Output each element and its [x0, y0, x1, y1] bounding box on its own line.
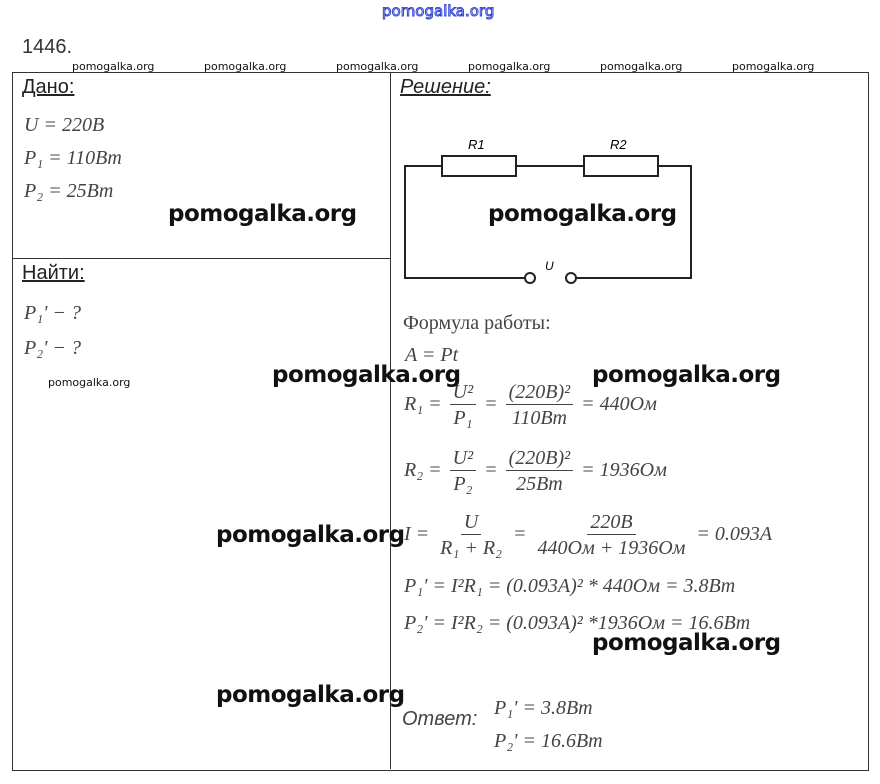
u-label: U: [545, 259, 554, 273]
resistor-r2: [583, 155, 659, 177]
wire: [576, 165, 692, 279]
watermark: pomogalka.org: [168, 201, 357, 227]
watermark: pomogalka.org: [72, 60, 155, 73]
row-divider: [12, 258, 390, 259]
r1-label: R1: [468, 137, 485, 152]
given-line: P₂ = 25Bm: [24, 180, 114, 202]
site-header[interactable]: pomogalka.org: [381, 2, 495, 21]
watermark: pomogalka.org: [732, 60, 815, 73]
watermark: pomogalka.org: [468, 60, 551, 73]
watermark: pomogalka.org: [488, 201, 677, 227]
work-formula: A = Pt: [405, 344, 459, 366]
answer-line: P₁' = 3.8Bm: [494, 697, 593, 719]
watermark: pomogalka.org: [600, 60, 683, 73]
watermark: pomogalka.org: [216, 522, 405, 548]
find-heading: Найти:: [22, 262, 85, 284]
formula-title: Формула работы:: [403, 312, 551, 334]
find-line: P₂' − ?: [24, 337, 81, 359]
watermark: pomogalka.org: [592, 362, 781, 388]
resistor-r1: [441, 155, 517, 177]
column-divider: [390, 72, 391, 769]
wire: [404, 165, 525, 279]
find-line: P₁' − ?: [24, 302, 81, 324]
p2-formula: P₂' = I²R₂ = (0.093A)² *1936Ом = 16.6Bm: [404, 612, 751, 634]
solution-heading: Решение:: [400, 76, 491, 98]
circuit-diagram: R1 R2 U: [404, 137, 692, 284]
given-line: U = 220B: [24, 114, 105, 136]
watermark: pomogalka.org: [592, 630, 781, 656]
problem-number: 1446.: [22, 36, 73, 58]
given-line: P₁ = 110Bm: [24, 147, 122, 169]
answer-label: Ответ:: [402, 708, 478, 730]
watermark: pomogalka.org: [216, 682, 405, 708]
watermark: pomogalka.org: [336, 60, 419, 73]
watermark: pomogalka.org: [48, 376, 131, 389]
answer-line: P₂' = 16.6Bm: [494, 730, 603, 752]
solution-table: [12, 72, 869, 771]
watermark: pomogalka.org: [204, 60, 287, 73]
p1-formula: P₁' = I²R₁ = (0.093A)² * 440Ом = 3.8Bm: [404, 575, 736, 597]
r2-label: R2: [610, 137, 627, 152]
watermark: pomogalka.org: [272, 362, 461, 388]
given-heading: Дано:: [22, 76, 75, 98]
terminal: [565, 272, 577, 284]
terminal: [524, 272, 536, 284]
